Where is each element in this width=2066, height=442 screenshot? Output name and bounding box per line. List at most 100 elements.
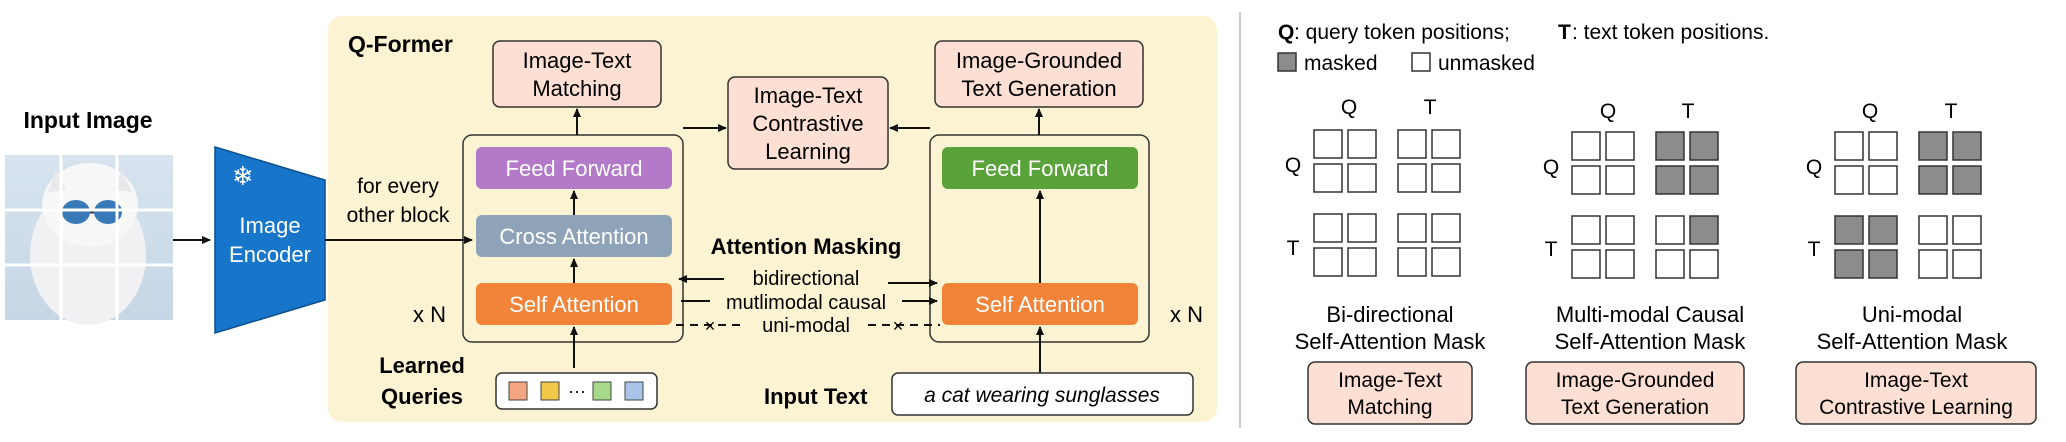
mask-cell-unmasked — [1431, 213, 1461, 243]
learned-queries-line1: Learned — [379, 353, 465, 378]
learned-queries-box — [495, 372, 658, 410]
query-token-3 — [592, 381, 612, 401]
encoder-label-line1: Image — [239, 213, 300, 238]
mask-cell-unmasked — [1571, 165, 1601, 195]
mask-cell-masked — [1918, 131, 1948, 161]
mask-title-line2: Self-Attention Mask — [1817, 329, 2009, 354]
cross-attention-label: Cross Attention — [499, 224, 648, 249]
legend-q-desc: : query token positions; — [1294, 21, 1510, 44]
qformer-title: Q-Former — [348, 31, 453, 57]
repeat-left-label: x N — [413, 302, 446, 327]
input-text-label: Input Text — [764, 384, 868, 409]
objective-itc-line1: Image-Text — [754, 83, 863, 108]
mask-cell-unmasked — [1397, 163, 1427, 193]
objective-itc-line3: Learning — [765, 139, 851, 164]
mask-cell-unmasked — [1605, 165, 1635, 195]
masking-unimodal-label: uni-modal — [762, 315, 850, 337]
mask-cell-unmasked — [1347, 213, 1377, 243]
mask-cell-masked — [1952, 165, 1982, 195]
mask-cell-masked — [1689, 215, 1719, 245]
encoder-label-line2: Encoder — [229, 242, 311, 267]
self-attention-right — [942, 283, 1138, 325]
mask-cell-unmasked — [1868, 165, 1898, 195]
image-encoder — [214, 145, 326, 335]
mask-title-line1: Multi-modal Causal — [1556, 302, 1744, 327]
mask-grid — [1571, 131, 1719, 279]
mask-cell-masked — [1952, 131, 1982, 161]
mask-cell-unmasked — [1347, 129, 1377, 159]
mask-cell-unmasked — [1605, 249, 1635, 279]
mask-cell-unmasked — [1689, 249, 1719, 279]
input-text-box — [891, 372, 1194, 416]
mask-cell-unmasked — [1397, 129, 1427, 159]
legend-unmasked-swatch — [1411, 52, 1431, 72]
mask-cell-unmasked — [1313, 129, 1343, 159]
mask-cell-unmasked — [1918, 215, 1948, 245]
mask-multimodal-causal: Q T Q T Multi-modal Causal Self-Attentio… — [1525, 100, 1747, 425]
mask-col-t-label: T — [1945, 100, 1958, 123]
mask-title-line2: Self-Attention Mask — [1295, 329, 1487, 354]
mask-col-q-label: Q — [1862, 100, 1878, 123]
feed-forward-left-label: Feed Forward — [506, 156, 643, 181]
mask-title-line2: Self-Attention Mask — [1555, 329, 1747, 354]
mask-cell-unmasked — [1347, 247, 1377, 277]
mask-grid — [1313, 129, 1461, 277]
mask-row-t-label: T — [1287, 237, 1300, 260]
masking-bidirectional-label: bidirectional — [753, 268, 860, 290]
mask-cell-unmasked — [1431, 163, 1461, 193]
self-attention-left-label: Self Attention — [509, 292, 639, 317]
legend-masked-label: masked — [1304, 52, 1378, 75]
objective-itm-line2: Matching — [532, 76, 621, 101]
mask-task-box — [1525, 361, 1745, 425]
mask-col-q-label: Q — [1341, 96, 1357, 119]
mask-cell-masked — [1655, 131, 1685, 161]
mask-bidirectional: Q T Q T Bi-directional Self-Attention Ma… — [1285, 96, 1487, 425]
attention-masking-title: Attention Masking — [711, 234, 902, 259]
mask-cell-masked — [1834, 249, 1864, 279]
feed-forward-right — [942, 147, 1138, 189]
cross-link-line2: other block — [347, 204, 450, 227]
mask-cell-unmasked — [1952, 215, 1982, 245]
objective-itm-box — [492, 40, 662, 108]
feed-forward-right-label: Feed Forward — [972, 156, 1109, 181]
cross-attention-box — [476, 215, 672, 257]
objective-itc-box — [727, 76, 889, 170]
legend-t-key: T — [1558, 21, 1571, 44]
mask-unimodal: Q T Q T Uni-modal Self-Attention Mask Im… — [1795, 100, 2037, 425]
mask-cell-masked — [1655, 165, 1685, 195]
mask-cell-masked — [1868, 215, 1898, 245]
mask-cell-unmasked — [1313, 247, 1343, 277]
mask-cell-unmasked — [1952, 249, 1982, 279]
mask-col-t-label: T — [1424, 96, 1437, 119]
mask-row-t-label: T — [1808, 238, 1821, 261]
legend-unmasked-label: unmasked — [1438, 52, 1535, 75]
mask-cell-unmasked — [1571, 215, 1601, 245]
mask-cell-unmasked — [1313, 163, 1343, 193]
mask-cell-masked — [1689, 165, 1719, 195]
mask-cell-unmasked — [1571, 131, 1601, 161]
mask-cell-unmasked — [1655, 249, 1685, 279]
mask-task-line1: Image-Text — [1338, 369, 1442, 392]
mask-cell-unmasked — [1834, 131, 1864, 161]
mask-row-t-label: T — [1545, 238, 1558, 261]
mask-cell-unmasked — [1605, 215, 1635, 245]
feed-forward-left — [476, 147, 672, 189]
mask-task-box — [1795, 361, 2037, 425]
legend-q-key: Q — [1278, 21, 1294, 44]
input-image — [5, 155, 173, 325]
mask-cell-unmasked — [1605, 131, 1635, 161]
mask-col-q-label: Q — [1600, 100, 1616, 123]
input-text-example: a cat wearing sunglasses — [924, 384, 1160, 407]
mask-cell-unmasked — [1397, 247, 1427, 277]
query-token-4 — [624, 381, 644, 401]
masking-causal-label: mutlimodal causal — [726, 292, 886, 314]
mask-task-line2: Matching — [1347, 396, 1432, 419]
mask-title-line1: Uni-modal — [1862, 302, 1962, 327]
query-token-1 — [508, 381, 528, 401]
mask-row-q-label: Q — [1285, 154, 1301, 177]
legend-t-desc: : text token positions. — [1572, 21, 1769, 44]
legend-masked-swatch — [1277, 52, 1297, 72]
flow-arrows — [570, 108, 1044, 373]
mask-row-q-label: Q — [1543, 156, 1559, 179]
